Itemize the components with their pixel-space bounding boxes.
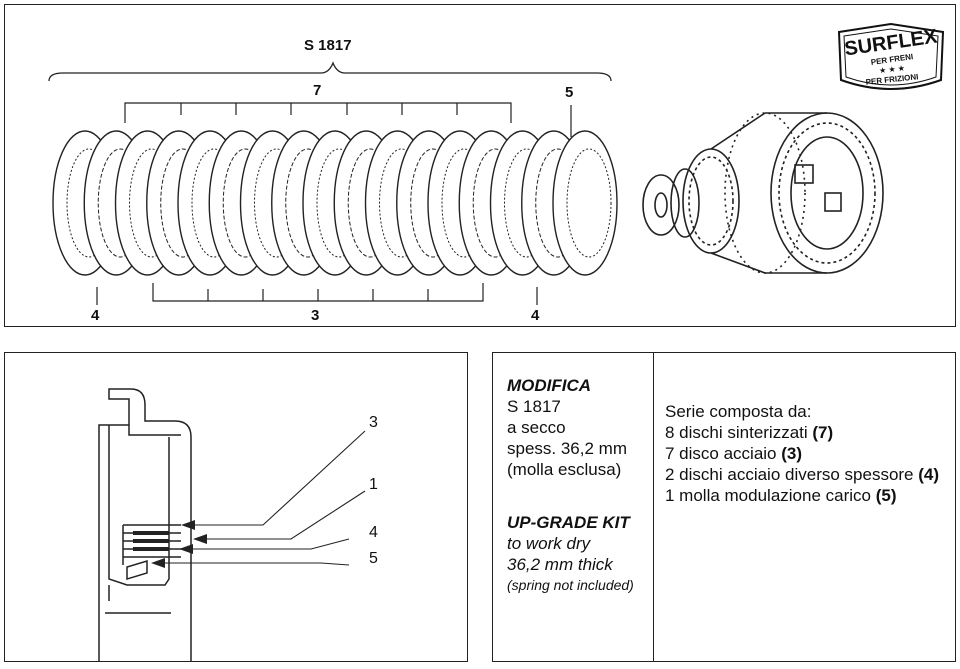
kit-info-panel: MODIFICA S 1817 a secco spess. 36,2 mm (… — [492, 352, 956, 662]
info-column-divider — [653, 353, 654, 661]
clutch-disc — [552, 130, 618, 276]
detail-callout-3: 3 — [369, 414, 378, 431]
kit-code-label: S 1817 — [304, 37, 352, 54]
upgrade-spring-note: (spring not included) — [507, 577, 634, 593]
callout-7: 7 — [313, 82, 322, 99]
cross-section-drawing — [98, 388, 366, 661]
callout-4-right: 4 — [531, 307, 540, 324]
composition-column: Serie composta da: 8 dischi sinterizzati… — [665, 401, 953, 506]
clutch-disc-inner — [566, 148, 612, 258]
modification-thickness: spess. 36,2 mm — [507, 439, 627, 458]
bracket-3 — [152, 283, 484, 302]
callout-5: 5 — [565, 84, 574, 101]
upgrade-heading: UP-GRADE KIT — [507, 513, 630, 532]
modification-spring-note: (molla esclusa) — [507, 460, 622, 479]
surflex-logo: SURFLEX PER FRENI ★ ★ ★ PER FRIZIONI — [835, 22, 947, 94]
upgrade-thickness: 36,2 mm thick — [507, 555, 613, 574]
callout-4-left: 4 — [91, 307, 100, 324]
bracket-7 — [124, 102, 512, 123]
upgrade-dry: to work dry — [507, 534, 591, 553]
composition-intro: Serie composta da: — [665, 402, 812, 421]
detail-callout-1: 1 — [369, 476, 378, 493]
composition-item: 1 molla modulazione carico (5) — [665, 486, 897, 505]
composition-item: 8 dischi sinterizzati (7) — [665, 423, 834, 442]
modification-heading: MODIFICA — [507, 376, 592, 395]
kit-brace — [48, 61, 612, 82]
callout-3: 3 — [311, 307, 320, 324]
exploded-view-panel: S 1817 7 5 4 3 4 SURFLEX PER FRENI ★ ★ ★… — [4, 4, 956, 327]
detail-callout-4: 4 — [369, 524, 378, 541]
modification-dry: a secco — [507, 418, 566, 437]
detail-callout-5: 5 — [369, 550, 378, 567]
composition-item: 7 disco acciaio (3) — [665, 444, 803, 463]
modification-code: S 1817 — [507, 397, 561, 416]
modification-column: MODIFICA S 1817 a secco spess. 36,2 mm (… — [507, 375, 649, 596]
cross-section-panel: 3 1 4 5 — [4, 352, 468, 662]
composition-item: 2 dischi acciaio diverso spessore (4) — [665, 465, 940, 484]
clutch-basket-drawing — [642, 112, 884, 274]
clutch-disc-stack-drawing — [48, 61, 884, 305]
